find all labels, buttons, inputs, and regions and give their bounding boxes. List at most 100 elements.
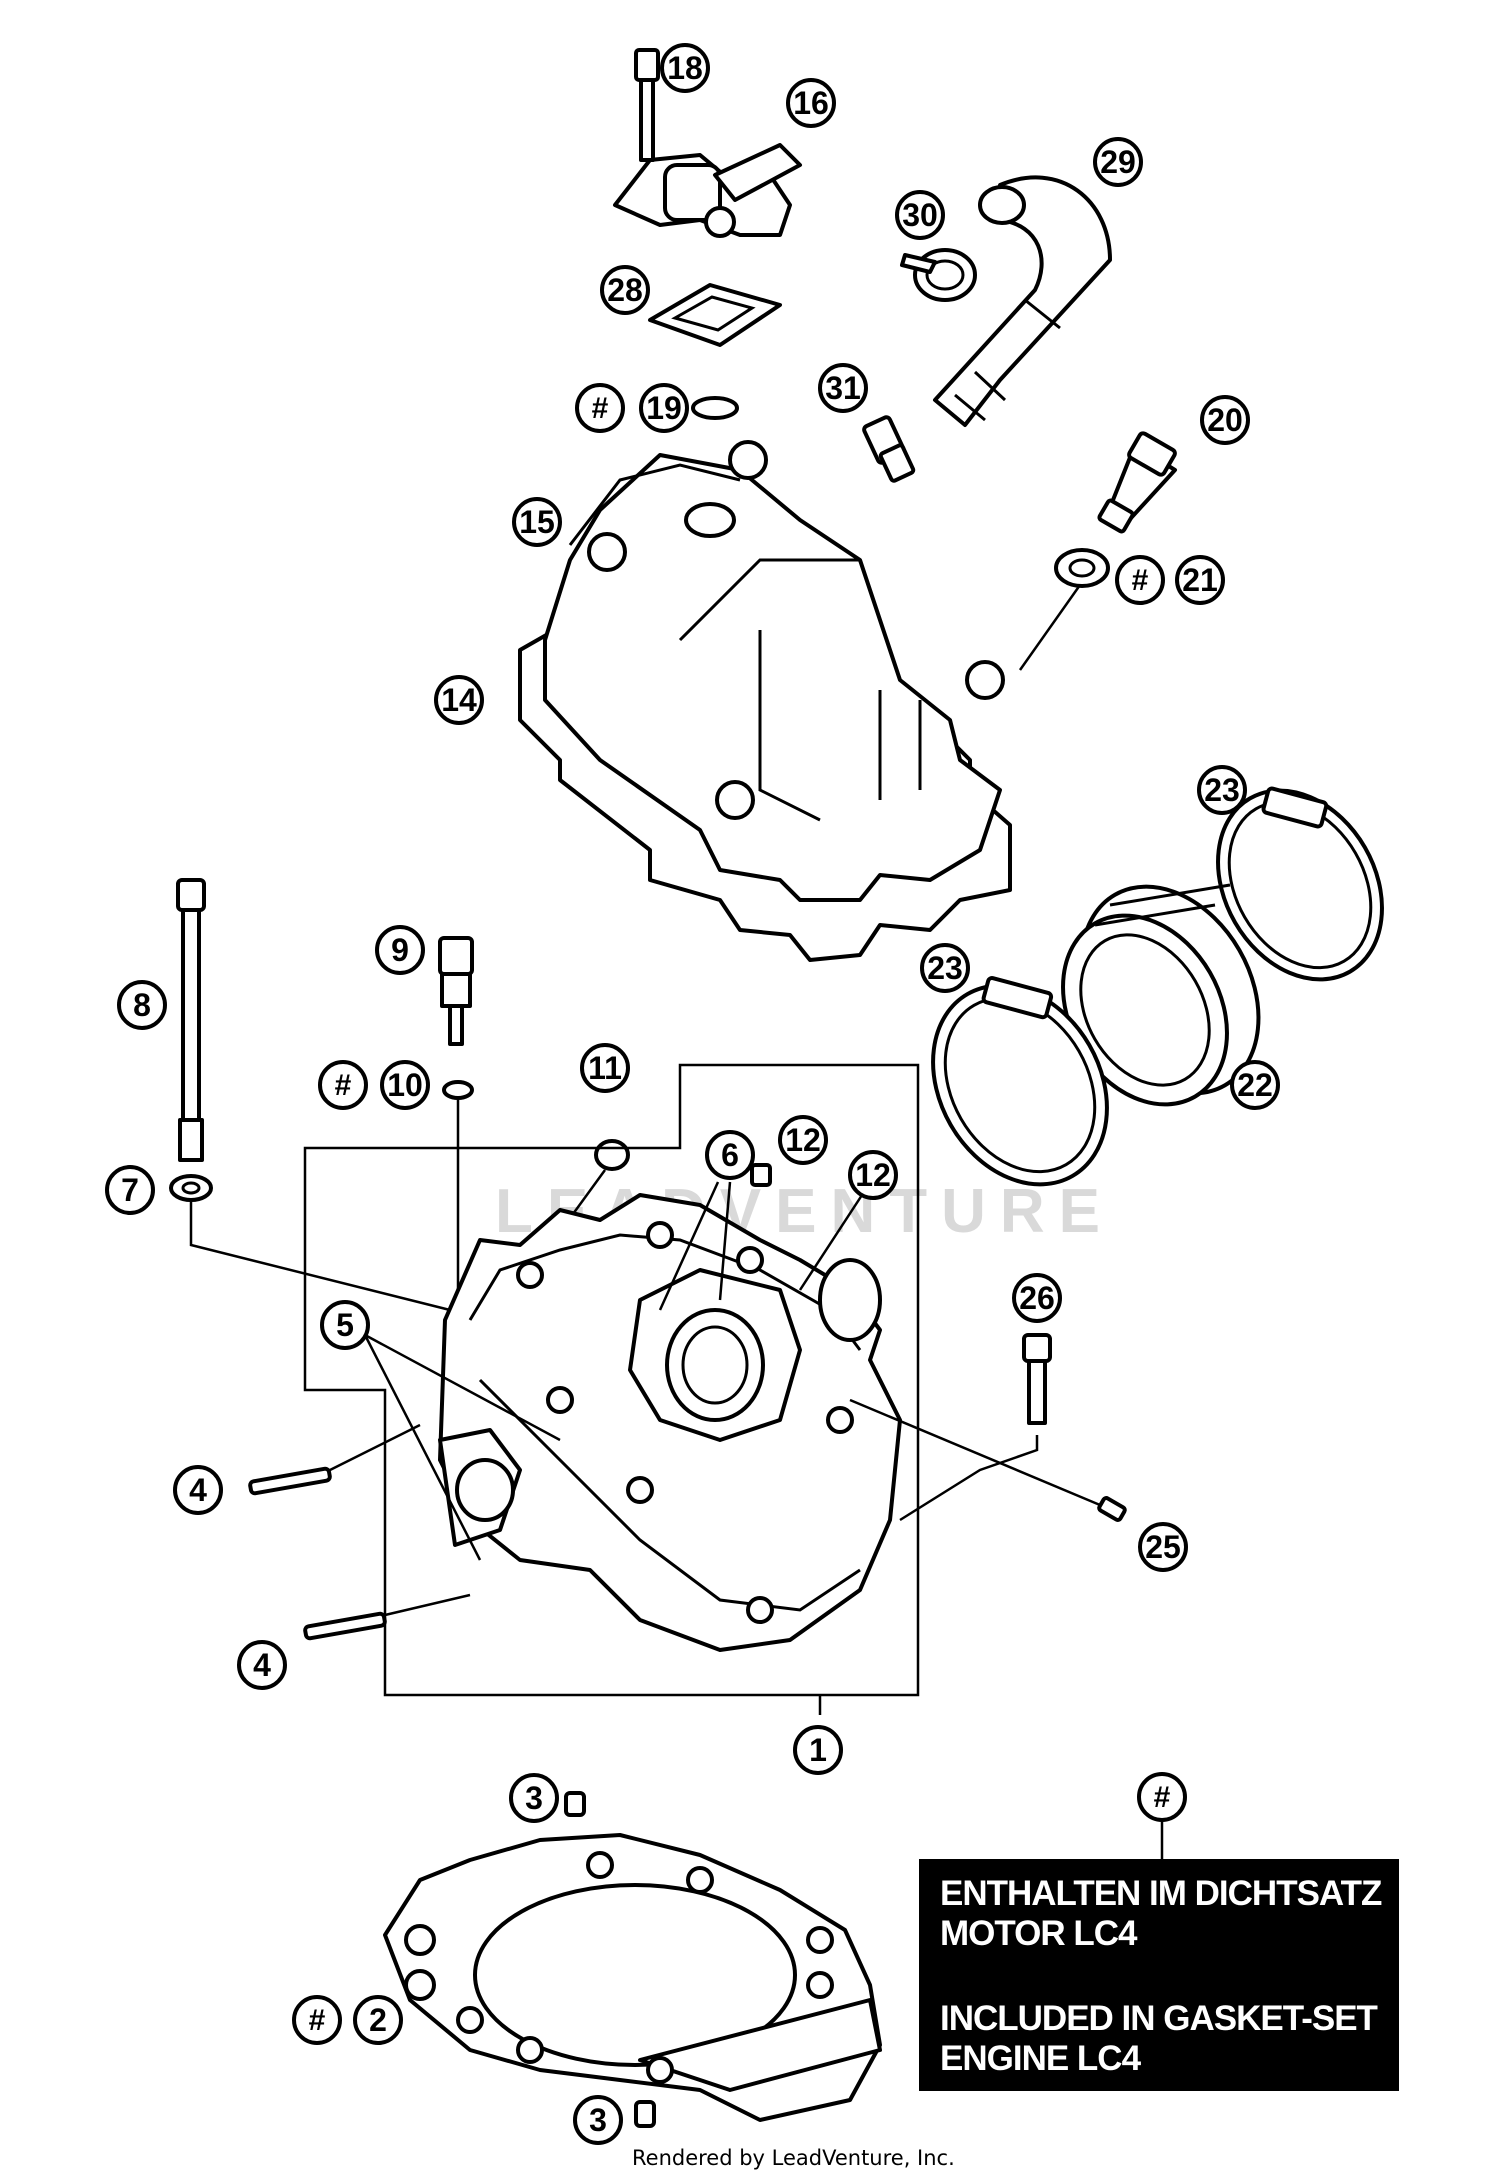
callout-16: 16 bbox=[786, 78, 836, 128]
cylinder-head bbox=[438, 1193, 902, 1652]
callout-18: 18 bbox=[660, 43, 710, 93]
svg-text:12: 12 bbox=[785, 1122, 821, 1158]
svg-text:21: 21 bbox=[1182, 562, 1218, 598]
callout-6: 6 bbox=[705, 1130, 755, 1180]
callout-15: 15 bbox=[512, 497, 562, 547]
svg-text:#: # bbox=[592, 392, 609, 425]
bolt-8 bbox=[176, 878, 206, 1162]
svg-text:20: 20 bbox=[1207, 402, 1243, 438]
callout-3-upper: 3 bbox=[509, 1773, 559, 1823]
legend-line-1: ENTHALTEN IM DICHTSATZ bbox=[940, 1874, 1382, 1913]
legend-box: ENTHALTEN IM DICHTSATZ MOTOR LC4 INCLUDE… bbox=[919, 1820, 1399, 2091]
svg-text:28: 28 bbox=[607, 272, 643, 308]
callout-20: 20 bbox=[1200, 395, 1250, 445]
washer-7 bbox=[169, 1174, 213, 1202]
callout-23-upper: 23 bbox=[1197, 765, 1247, 815]
callout-5: 5 bbox=[320, 1300, 370, 1350]
thermostat-housing bbox=[613, 143, 802, 238]
callout-legend-hash: # bbox=[1137, 1772, 1187, 1822]
callout-25: 25 bbox=[1138, 1522, 1188, 1572]
svg-text:#: # bbox=[1154, 1781, 1171, 1814]
leader-4a bbox=[329, 1423, 421, 1472]
svg-text:15: 15 bbox=[519, 504, 555, 540]
callout-4-upper: 4 bbox=[173, 1465, 223, 1515]
leader-25 bbox=[849, 1398, 1101, 1507]
svg-text:#: # bbox=[335, 1069, 352, 1102]
svg-text:8: 8 bbox=[133, 987, 151, 1023]
leader-5b bbox=[363, 1334, 482, 1561]
valve-cover bbox=[518, 440, 1012, 962]
dowel-3-upper bbox=[564, 1791, 586, 1817]
leader-26 bbox=[899, 1435, 1039, 1522]
leader-6a bbox=[658, 1181, 720, 1311]
callout-19: 19 bbox=[639, 383, 689, 433]
callout-8: 8 bbox=[117, 980, 167, 1030]
stud-4-upper bbox=[248, 1466, 332, 1496]
callout-7: 7 bbox=[105, 1165, 155, 1215]
callout-12-a: 12 bbox=[778, 1115, 828, 1165]
svg-text:25: 25 bbox=[1145, 1529, 1181, 1565]
leader-6b bbox=[718, 1181, 732, 1301]
svg-text:3: 3 bbox=[589, 2102, 607, 2138]
screw-25 bbox=[1097, 1496, 1127, 1522]
legend-line-3: INCLUDED IN GASKET-SET bbox=[940, 1999, 1378, 2038]
svg-text:23: 23 bbox=[927, 950, 963, 986]
leader-4b bbox=[384, 1593, 471, 1617]
gasket-28 bbox=[648, 283, 782, 347]
callout-2-hash: # bbox=[292, 1995, 342, 2045]
callout-10: 10 bbox=[380, 1060, 430, 1110]
clamp-23-lower bbox=[931, 976, 1109, 1187]
callout-31: 31 bbox=[818, 363, 868, 413]
svg-text:5: 5 bbox=[336, 1307, 354, 1343]
callout-9: 9 bbox=[375, 925, 425, 975]
svg-text:23: 23 bbox=[1204, 772, 1240, 808]
callout-21-hash: # bbox=[1115, 555, 1165, 605]
washer-21 bbox=[1054, 548, 1110, 588]
svg-text:26: 26 bbox=[1019, 1280, 1055, 1316]
callout-23-lower: 23 bbox=[920, 943, 970, 993]
stud-4-lower bbox=[303, 1611, 387, 1641]
callout-group: 1 2 # 3 3 4 4 5 6 7 8 9 10 # 11 12 12 14… bbox=[105, 43, 1280, 2145]
svg-text:11: 11 bbox=[588, 1050, 622, 1086]
plug-11 bbox=[594, 1139, 630, 1171]
legend-line-4: ENGINE LC4 bbox=[940, 2039, 1142, 2078]
svg-text:18: 18 bbox=[667, 50, 703, 86]
legend-line-2: MOTOR LC4 bbox=[940, 1914, 1138, 1953]
callout-12-b: 12 bbox=[848, 1150, 898, 1200]
o-ring-19 bbox=[691, 396, 739, 420]
svg-text:12: 12 bbox=[855, 1157, 891, 1193]
leader-7 bbox=[189, 1200, 451, 1312]
footer-credit: Rendered by LeadVenture, Inc. bbox=[632, 2146, 955, 2170]
assembly-frame-1 bbox=[303, 1063, 920, 1697]
svg-text:14: 14 bbox=[441, 682, 477, 718]
intake-boot-22 bbox=[1061, 883, 1261, 1107]
leader-21 bbox=[1018, 584, 1082, 671]
leader-5a bbox=[364, 1333, 561, 1442]
plug-12 bbox=[750, 1163, 772, 1187]
svg-text:4: 4 bbox=[253, 1647, 271, 1683]
callout-22: 22 bbox=[1230, 1060, 1280, 1110]
svg-text:19: 19 bbox=[646, 390, 682, 426]
callout-14: 14 bbox=[434, 675, 484, 725]
callout-19-hash: # bbox=[575, 383, 625, 433]
callout-1: 1 bbox=[793, 1725, 843, 1775]
bolt-18 bbox=[634, 48, 660, 162]
clamp-23-upper bbox=[1216, 786, 1384, 982]
callout-28: 28 bbox=[600, 265, 650, 315]
callout-26: 26 bbox=[1012, 1273, 1062, 1323]
callout-30: 30 bbox=[895, 190, 945, 240]
callout-10-hash: # bbox=[318, 1060, 368, 1110]
svg-text:#: # bbox=[309, 2004, 326, 2037]
head-gasket-2 bbox=[383, 1833, 882, 2122]
svg-text:1: 1 bbox=[809, 1732, 827, 1768]
callout-2: 2 bbox=[353, 1995, 403, 2045]
svg-text:31: 31 bbox=[825, 370, 861, 406]
bolt-20 bbox=[1097, 431, 1177, 534]
o-ring-10 bbox=[442, 1080, 474, 1100]
svg-text:#: # bbox=[1132, 564, 1149, 597]
svg-text:9: 9 bbox=[391, 932, 409, 968]
bolt-26 bbox=[1022, 1333, 1052, 1425]
callout-11: 11 bbox=[580, 1043, 630, 1093]
svg-text:2: 2 bbox=[369, 2002, 387, 2038]
